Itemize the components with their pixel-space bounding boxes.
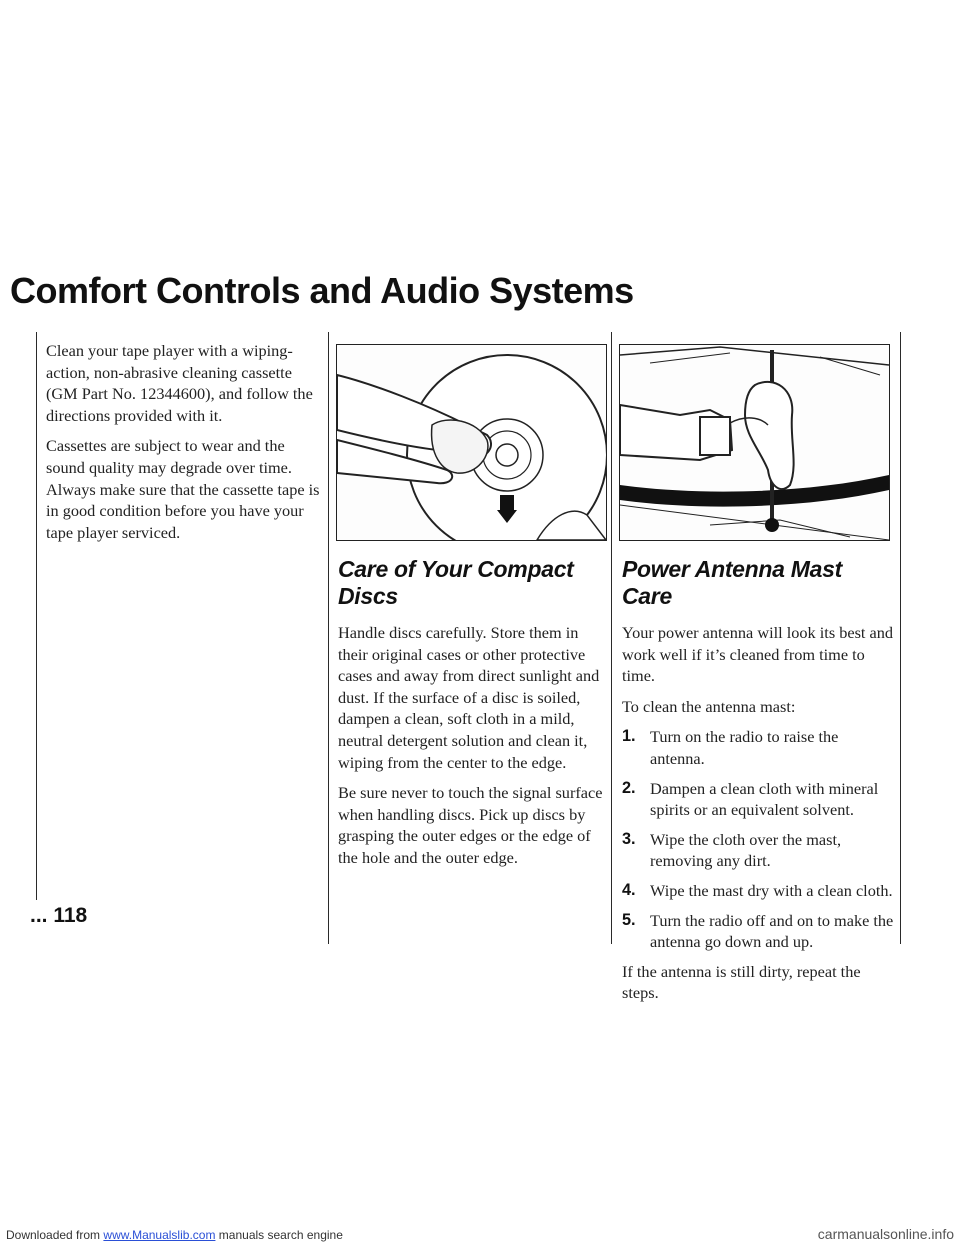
antenna-lead-text: To clean the antenna mast: [622, 696, 796, 716]
step-text: Wipe the mast dry with a clean cloth. [650, 880, 893, 900]
antenna-steps-list: 1. Turn on the radio to raise the antenna… [622, 726, 894, 952]
compact-discs-section: Care of Your Compact Discs Handle discs … [338, 556, 608, 878]
cassette-wear-paragraph: Cassettes are subject to wear and the so… [46, 436, 320, 542]
antenna-intro-paragraph: Your power antenna will look its best an… [622, 623, 894, 686]
step-number: 2. [622, 778, 636, 797]
step-number: 3. [622, 829, 636, 848]
tape-cleaning-paragraph: Clean your tape player with a wiping-act… [46, 341, 313, 425]
disc-signal-surface-paragraph: Be sure never to touch the signal surfac… [338, 783, 603, 867]
page-title: Comfort Controls and Audio Systems [10, 270, 634, 311]
step-number: 4. [622, 880, 636, 899]
right-margin-rule [900, 332, 901, 944]
list-item: 3. Wipe the cloth over the mast, removing… [622, 829, 894, 872]
step-text: Wipe the cloth over the mast, removing a… [650, 829, 842, 871]
watermark-text: carmanualsonline.info [817, 1226, 954, 1242]
antenna-illustration [619, 344, 890, 541]
antenna-heading: Power Antenna Mast Care [622, 556, 842, 609]
antenna-section: Power Antenna Mast Care Your power anten… [622, 556, 894, 1013]
footer-suffix: manuals search engine [218, 1228, 343, 1242]
left-margin-rule [36, 332, 37, 900]
page-number: ... 118 [30, 904, 88, 927]
antenna-closing-paragraph: If the antenna is still dirty, repeat th… [622, 961, 861, 1003]
compact-disc-illustration [336, 344, 607, 541]
step-number: 1. [622, 727, 636, 746]
step-text: Turn on the radio to raise the antenna. [650, 727, 839, 768]
tape-player-section: Clean your tape player with a wiping-act… [46, 340, 322, 552]
step-text: Dampen a clean cloth with mineral spirit… [650, 778, 879, 820]
download-footer: Downloaded from www.Manualslib.com manua… [6, 1228, 343, 1242]
list-item: 2. Dampen a clean cloth with mineral spir… [622, 778, 894, 821]
step-text: Turn the radio off and on to make the an… [650, 910, 894, 952]
footer-prefix: Downloaded from [6, 1228, 101, 1242]
list-item: 4. Wipe the mast dry with a clean cloth. [622, 880, 894, 902]
list-item: 5. Turn the radio off and on to make the … [622, 910, 894, 953]
column-divider-2 [611, 332, 612, 944]
step-number: 5. [622, 910, 636, 929]
compact-discs-heading: Care of Your Compact Discs [338, 556, 574, 609]
disc-handling-paragraph: Handle discs carefully. Store them in th… [338, 623, 600, 772]
list-item: 1. Turn on the radio to raise the antenna… [622, 726, 894, 769]
manualslib-link[interactable]: www.Manualslib.com [103, 1228, 216, 1242]
column-divider-1 [328, 332, 329, 944]
